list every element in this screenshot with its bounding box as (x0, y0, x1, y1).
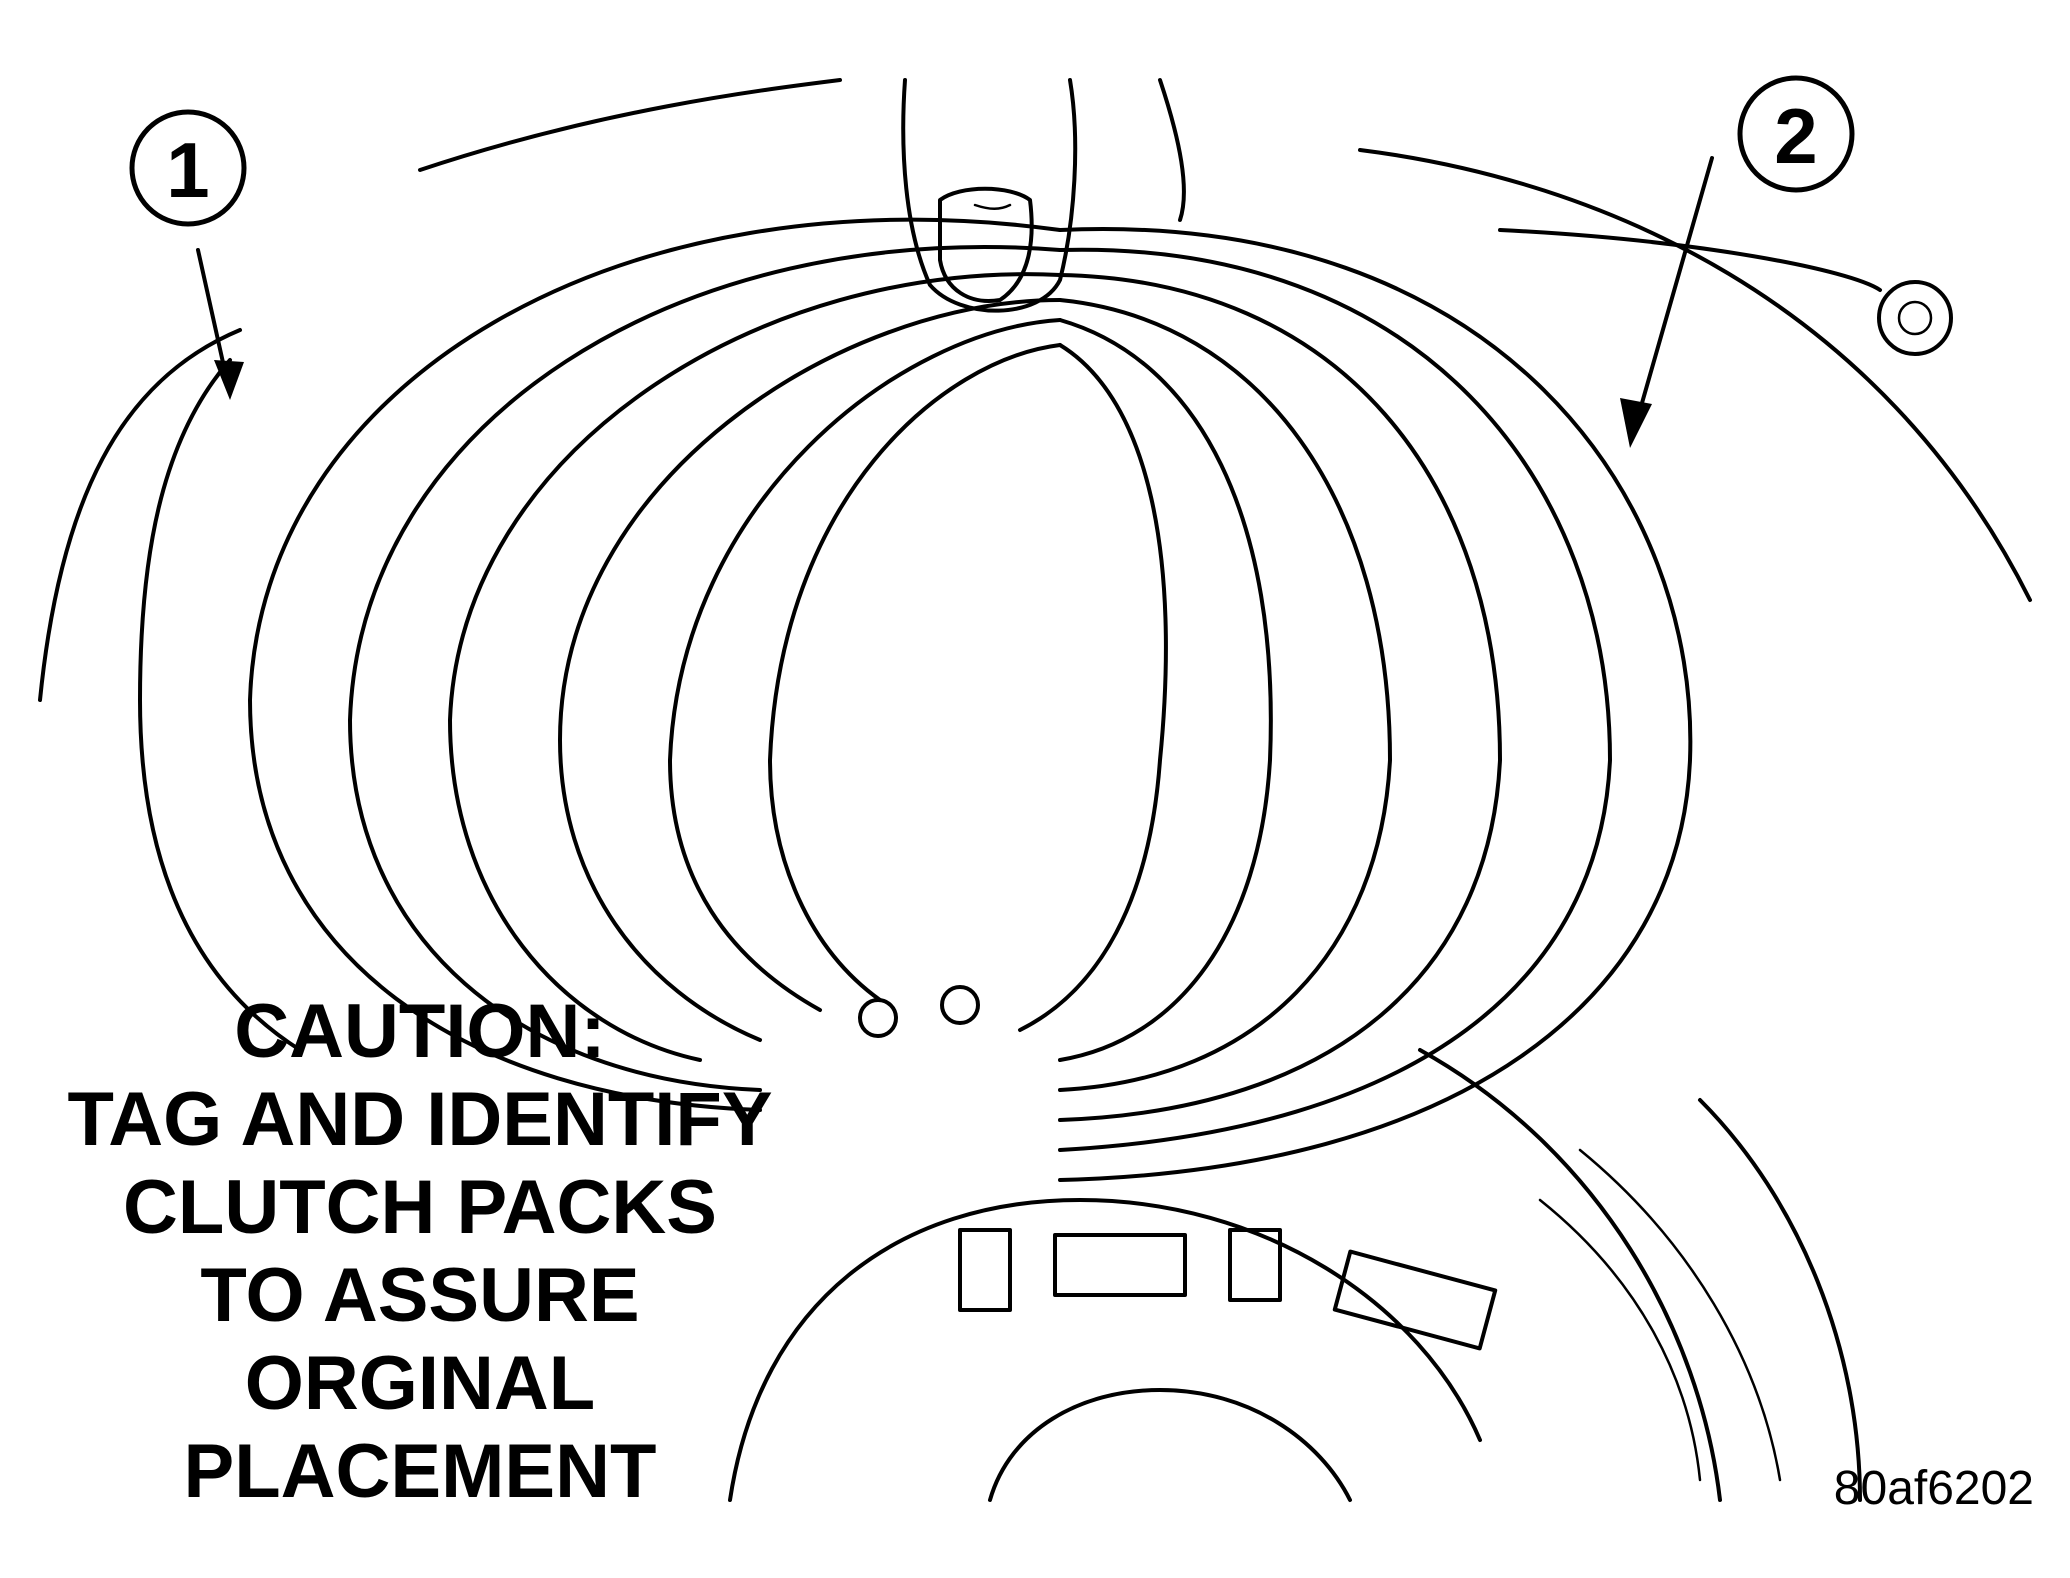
caution-line-3: CLUTCH PACKS (123, 1165, 717, 1250)
clutch-hub (728, 985, 1498, 1502)
callout-2-arrow (1634, 156, 1714, 426)
figure-id: 80af6202 (1833, 1462, 2034, 1515)
finger-illustration (901, 78, 1186, 313)
callout-1-label: 1 (166, 126, 209, 214)
caution-line-2: TAG AND IDENTIFY (67, 1077, 773, 1162)
callout-1-arrowhead (214, 360, 244, 400)
caution-line-6: PLACEMENT (183, 1429, 657, 1514)
callout-2-label: 2 (1774, 92, 1817, 180)
clutch-plates (138, 217, 1693, 1182)
callout-2-arrowhead (1620, 398, 1652, 448)
caution-line-5: ORGINAL (244, 1341, 596, 1426)
transmission-case-outline (38, 78, 2032, 1502)
caution-line-1: CAUTION: (234, 989, 606, 1074)
callout-1: 1 (129, 109, 247, 400)
callout-2: 2 (1620, 75, 1855, 448)
caution-line-4: TO ASSURE (200, 1253, 640, 1338)
caution-note: CAUTION: TAG AND IDENTIFY CLUTCH PACKS T… (20, 988, 820, 1516)
